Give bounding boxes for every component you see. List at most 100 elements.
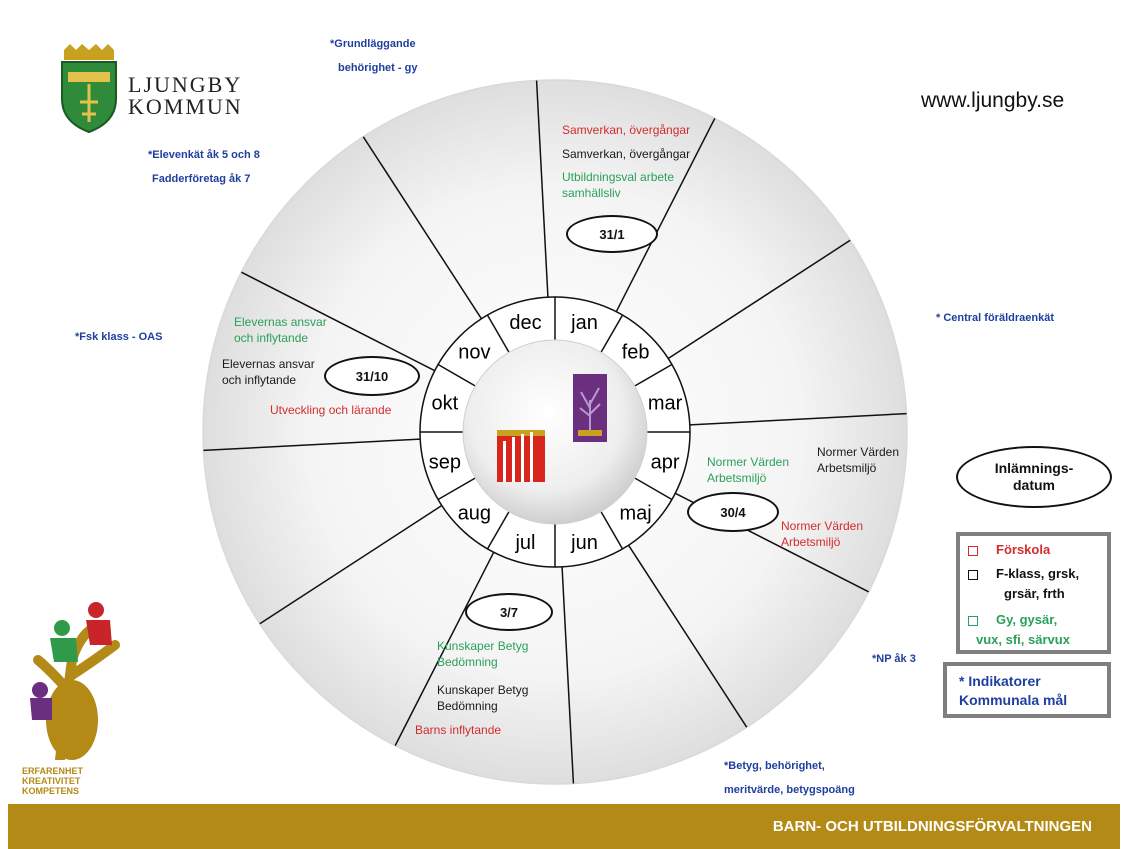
jul-text-grundskola-1: Kunskaper Betyg [437, 683, 529, 697]
nov-text-grundskola-1: Elevernas ansvar [222, 357, 315, 371]
outer-spoke [615, 118, 716, 313]
legend-label-grundskola-1: F-klass, grsk, [996, 566, 1080, 581]
annotation-betyg-1: *Betyg, behörighet, [724, 760, 825, 772]
legend-label-gy-2: vux, sfi, särvux [976, 632, 1070, 647]
jan-text-gy-2: samhällsliv [562, 186, 621, 200]
apr-text-gy-1: Normer Värden [707, 455, 790, 469]
coat-of-arms-icon [61, 44, 117, 134]
legend-item-grundskola-line2: grsär, frth [1004, 586, 1065, 601]
inner-spoke [634, 363, 673, 387]
annotation-grundlaggande-2: behörighet - gy [338, 62, 418, 74]
nov-text-gy-1: Elevernas ansvar [234, 315, 327, 329]
month-label-dec: dec [509, 312, 541, 334]
outer-spoke [241, 271, 436, 372]
mascot-text-3: KOMPETENS [22, 786, 80, 796]
checkbox-icon [968, 615, 978, 626]
month-label-jul: jul [514, 532, 535, 554]
month-label-apr: apr [651, 452, 680, 474]
outer-spoke [394, 551, 495, 746]
outer-spoke [203, 438, 421, 452]
month-label-mar: mar [648, 392, 683, 414]
jan-text-forskola: Samverkan, övergångar [562, 123, 691, 137]
jan-text-grundskola: Samverkan, övergångar [562, 147, 691, 161]
outer-spoke [259, 504, 443, 625]
month-label-sep: sep [429, 452, 461, 474]
month-label-nov: nov [458, 341, 490, 363]
inner-spoke [600, 314, 624, 353]
maj-text-forskola-1: Normer Värden [781, 519, 864, 533]
nov-text-gy-2: och inflytande [234, 331, 309, 345]
annotation-elevenkat-2: Fadderföretag åk 7 [152, 173, 251, 185]
legend-label-gy-1: Gy, gysär, [996, 612, 1058, 627]
nov-text-grundskola-2: och inflytande [222, 373, 297, 387]
mascot-text-2: KREATIVITET [22, 776, 81, 786]
jul-text-grundskola-2: Bedömning [437, 699, 498, 713]
outer-spoke [627, 544, 748, 728]
legend-item-forskola: Förskola [968, 542, 1050, 557]
hub [462, 339, 648, 525]
legend: Förskola F-klass, grsk, grsär, frth Gy, … [956, 532, 1111, 654]
annotation-elevenkat-1: *Elevenkät åk 5 och 8 [148, 149, 260, 161]
inlamning-line2: datum [1013, 477, 1055, 493]
apr-text-grundskola-1: Normer Värden [817, 445, 900, 459]
bar-logo-icon [497, 430, 545, 482]
month-label-feb: feb [622, 341, 650, 363]
footer-title: BARN- OCH UTBILDNINGSFÖRVALTNINGEN [772, 818, 1092, 835]
inner-spoke [437, 363, 476, 387]
date-oval-apr: 30/4 [687, 492, 779, 532]
annotation-central: * Central föräldraenkät [936, 312, 1054, 324]
maj-text-forskola-2: Arbetsmiljö [781, 535, 841, 549]
inner-spoke [600, 511, 624, 550]
tree-mascot-logo: ERFARENHET KREATIVITET KOMPETENS [20, 600, 140, 800]
annotation-fsk: *Fsk klass - OAS [75, 331, 163, 343]
legend-item-gy: Gy, gysär, [968, 612, 1057, 627]
checkbox-icon [968, 545, 978, 556]
tree-logo-icon [573, 374, 607, 442]
inlamning-oval: Inlämnings- datum [956, 446, 1112, 508]
tree-people-icon [30, 602, 120, 765]
month-label-jun: jun [570, 532, 598, 554]
outer-spokes [203, 80, 907, 784]
municipality-name-line1: LJUNGBY [128, 72, 243, 97]
date-oval-okt: 31/10 [324, 356, 420, 396]
municipality-name-line2: KOMMUN [128, 94, 243, 119]
month-label-jan: jan [570, 312, 598, 334]
inner-spoke [486, 511, 510, 550]
annotation-np: *NP åk 3 [872, 653, 916, 665]
date-oval-jul: 3/7 [465, 593, 553, 631]
outer-spoke [689, 412, 907, 426]
legend-item-gy-line2: vux, sfi, särvux [976, 632, 1070, 647]
jul-text-forskola: Barns inflytande [415, 723, 502, 737]
inner-spoke [634, 477, 673, 501]
indicator-line1: * Indikatorer [959, 673, 1041, 689]
website-link[interactable]: www.ljungby.se [921, 89, 1065, 112]
month-label-aug: aug [458, 503, 491, 525]
indicator-box: * Indikatorer Kommunala mål [943, 662, 1111, 718]
outer-spoke [535, 80, 549, 298]
month-label-maj: maj [619, 503, 651, 525]
inner-spoke [437, 477, 476, 501]
outer-spoke [667, 239, 851, 360]
okt-text-forskola: Utveckling och lärande [270, 403, 392, 417]
jan-text-gy-1: Utbildningsval arbete [562, 170, 675, 184]
outer-spoke [561, 566, 575, 784]
annotation-grundlaggande-1: *Grundläggande [330, 38, 416, 50]
legend-label-grundskola-2: grsär, frth [1004, 586, 1065, 601]
outer-spoke [362, 136, 483, 320]
municipality-logo: LJUNGBY KOMMUN [58, 44, 248, 134]
legend-label-forskola: Förskola [996, 542, 1051, 557]
footer-bar: BARN- OCH UTBILDNINGSFÖRVALTNINGEN [8, 804, 1120, 849]
jul-text-gy-2: Bedömning [437, 655, 498, 669]
checkbox-icon [968, 569, 978, 580]
inner-spokes [420, 297, 690, 567]
jul-text-gy-1: Kunskaper Betyg [437, 639, 529, 653]
inlamning-line1: Inlämnings- [994, 460, 1074, 476]
apr-text-grundskola-2: Arbetsmiljö [817, 461, 877, 475]
annotation-betyg-2: meritvärde, betygspoäng [724, 784, 855, 796]
month-label-okt: okt [432, 392, 459, 414]
mascot-text-1: ERFARENHET [22, 766, 84, 776]
legend-item-grundskola: F-klass, grsk, [968, 566, 1079, 581]
